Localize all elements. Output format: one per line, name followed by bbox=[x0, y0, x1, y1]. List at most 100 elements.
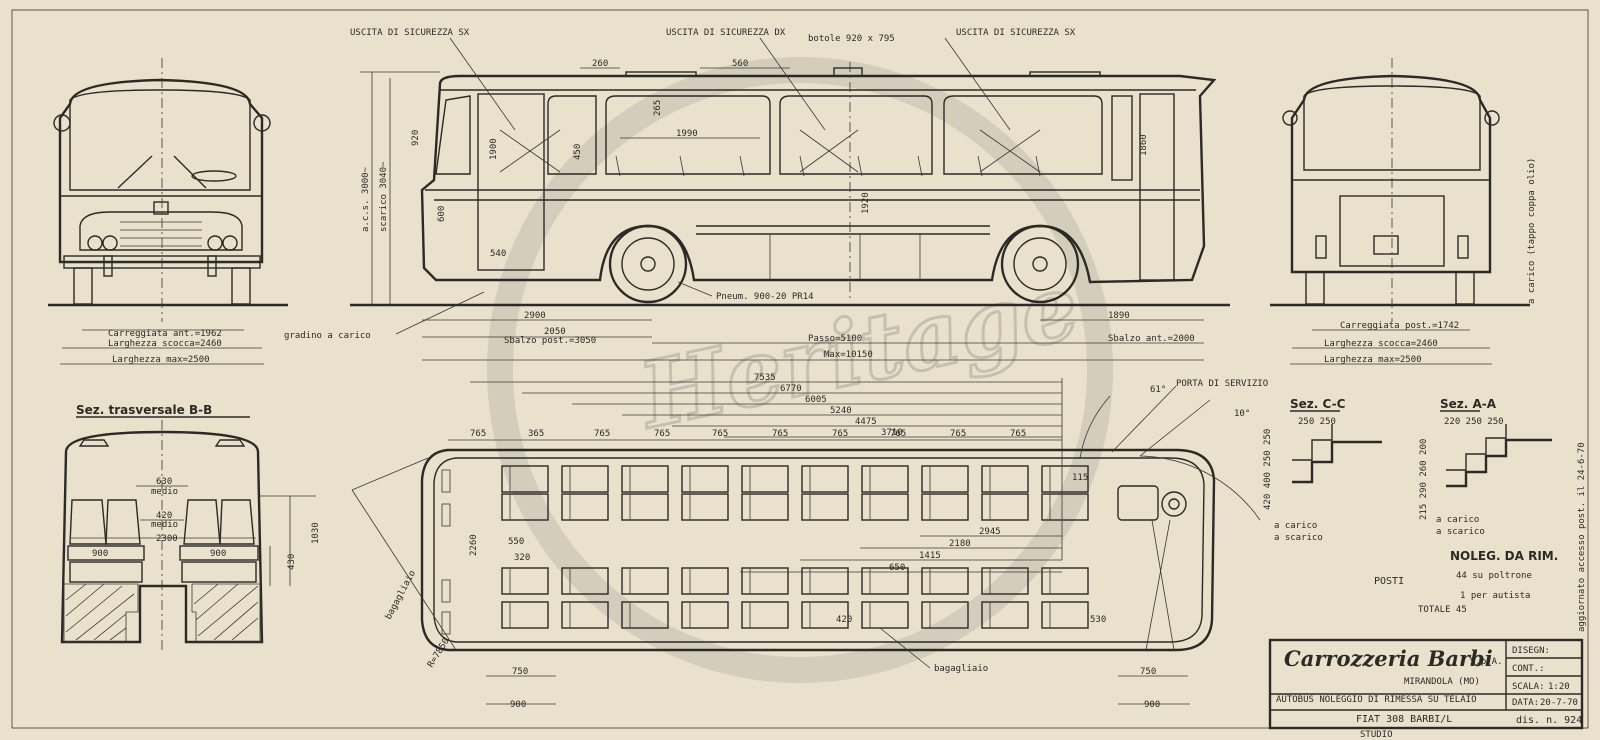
label-exit-dx: USCITA DI SICUREZZA DX bbox=[666, 28, 786, 38]
front-larghezza-max: Larghezza max=2500 bbox=[112, 355, 210, 365]
seat bbox=[801, 465, 849, 493]
cc-vertical-dims: 420 400 250 250 bbox=[1263, 429, 1273, 510]
label-pneumatici: Pneum. 900-20 PR14 bbox=[716, 292, 814, 302]
dim-260: 260 bbox=[592, 59, 608, 69]
section-bb: Sez. trasversale B-B 630 medio 420 medio… bbox=[60, 403, 321, 650]
pitch-value: 765 bbox=[772, 429, 788, 439]
scala-value: 1:20 bbox=[1548, 682, 1570, 692]
seat bbox=[501, 567, 549, 595]
description: AUTOBUS NOLEGGIO DI RIMESSA SU TELAIO bbox=[1276, 695, 1476, 705]
posti-poltrone: 44 su poltrone bbox=[1456, 571, 1532, 581]
plan-d900b: 900 bbox=[1144, 700, 1160, 710]
bb-d430: 430 bbox=[287, 554, 297, 570]
section-bb-title: Sez. trasversale B-B bbox=[76, 403, 212, 417]
plan-d115: 115 bbox=[1072, 473, 1088, 483]
seat bbox=[801, 493, 849, 521]
heritage-watermark: Heritage bbox=[487, 57, 1113, 683]
side-note: aggiornato accesso post. il 24-6-70 bbox=[1577, 442, 1587, 632]
plan-view: PORTA DI SERVIZIO 61° 10° R=7850 bagagli… bbox=[351, 373, 1268, 710]
rear-seat bbox=[441, 503, 451, 527]
plan-d530: 530 bbox=[1090, 615, 1106, 625]
side-view: USCITA DI SICUREZZA SX USCITA DI SICUREZ… bbox=[284, 28, 1230, 361]
seat bbox=[981, 465, 1029, 493]
model: FIAT 308 BARBI/L bbox=[1356, 714, 1452, 725]
cc-a-carico: a carico bbox=[1274, 521, 1317, 531]
bb-medio-1: medio bbox=[151, 487, 178, 497]
seat bbox=[741, 601, 789, 629]
cont-label: CONT.: bbox=[1512, 664, 1545, 674]
sbalzo-post: Sbalzo post.=3050 bbox=[504, 336, 596, 346]
posti-autista: 1 per autista bbox=[1460, 591, 1530, 601]
pitch-value: 765 bbox=[890, 429, 906, 439]
dim-1890: 1890 bbox=[1108, 311, 1130, 321]
seat bbox=[501, 493, 549, 521]
dimension-value: 5240 bbox=[830, 406, 852, 416]
pitch-value: 765 bbox=[654, 429, 670, 439]
seat bbox=[741, 465, 789, 493]
cc-a-scarico: a scarico bbox=[1274, 533, 1323, 543]
seat bbox=[1041, 567, 1089, 595]
dim-1860: 1860 bbox=[1139, 134, 1149, 156]
seat bbox=[921, 601, 969, 629]
plan-d900a: 900 bbox=[510, 700, 526, 710]
seat bbox=[981, 493, 1029, 521]
cc-dims: 250 250 bbox=[1298, 417, 1336, 427]
front-carreggiata: Carreggiata ant.=1962 bbox=[108, 329, 222, 339]
dim-1990: 1990 bbox=[676, 129, 698, 139]
scala-label: SCALA: bbox=[1512, 682, 1545, 692]
dim-265: 265 bbox=[653, 100, 663, 116]
height-scarico: scarico 3040~ bbox=[379, 161, 389, 232]
rear-view: Carreggiata post.=1742 Larghezza scocca=… bbox=[1270, 58, 1537, 365]
plan-d365: 365 bbox=[528, 429, 544, 439]
plan-d750a: 750 bbox=[512, 667, 528, 677]
pitch-value: 765 bbox=[594, 429, 610, 439]
posti-noleg: NOLEG. DA RIM. bbox=[1450, 549, 1558, 563]
section-aa-title: Sez. A-A bbox=[1440, 397, 1497, 411]
seat bbox=[801, 567, 849, 595]
front-larghezza-scocca: Larghezza scocca=2460 bbox=[108, 339, 222, 349]
dim-1920: 1920 bbox=[861, 192, 871, 214]
bb-medio-2: medio bbox=[151, 520, 178, 530]
pitch-value: 765 bbox=[832, 429, 848, 439]
bb-d900b: 900 bbox=[210, 549, 226, 559]
dis-number: dis. n. 924 bbox=[1516, 715, 1582, 726]
dim-2050: 2050 bbox=[544, 327, 566, 337]
plan-d320: 320 bbox=[514, 553, 530, 563]
plan-d420: 420 bbox=[836, 615, 852, 625]
rear-seat bbox=[441, 469, 451, 493]
company-name: Carrozzeria Barbi bbox=[1284, 646, 1493, 671]
seat bbox=[861, 567, 909, 595]
dimension-value: 2180 bbox=[949, 539, 971, 549]
section-aa: Sez. A-A 220 250 250 a carico a scarico … bbox=[1419, 397, 1552, 537]
seating-summary: POSTI NOLEG. DA RIM. 44 su poltrone 1 pe… bbox=[1374, 442, 1587, 632]
seat bbox=[1041, 601, 1089, 629]
section-cc: Sez. C-C 250 250 a carico a scarico 420 … bbox=[1263, 397, 1382, 543]
seat bbox=[681, 567, 729, 595]
dim-450: 450 bbox=[573, 144, 583, 160]
aa-a-carico: a carico bbox=[1436, 515, 1479, 525]
label-exit-sx-2: USCITA DI SICUREZZA SX bbox=[956, 28, 1076, 38]
dimension-value: 1415 bbox=[919, 551, 941, 561]
pitch-value: 765 bbox=[1010, 429, 1026, 439]
disegn-label: DISEGN: bbox=[1512, 646, 1550, 656]
rear-carreggiata: Carreggiata post.=1742 bbox=[1340, 321, 1459, 331]
rear-tappo: a carico (tappo coppa olio) bbox=[1527, 158, 1537, 304]
section-cc-title: Sez. C-C bbox=[1290, 397, 1346, 411]
bb-d1030: 1030 bbox=[311, 522, 321, 544]
seat bbox=[501, 465, 549, 493]
seat bbox=[501, 601, 549, 629]
studio: STUDIO bbox=[1360, 730, 1393, 740]
dimension-value: 3710 bbox=[881, 428, 903, 438]
posti-title: POSTI bbox=[1374, 576, 1404, 587]
seat bbox=[981, 567, 1029, 595]
company-suffix: S.p.A. bbox=[1470, 657, 1503, 667]
dim-2900: 2900 bbox=[524, 311, 546, 321]
seat bbox=[1041, 493, 1089, 521]
data-value: 20-7-70 bbox=[1540, 698, 1578, 708]
seat bbox=[561, 567, 609, 595]
aa-dims: 220 250 250 bbox=[1444, 417, 1504, 427]
pitch-value: 765 bbox=[470, 429, 486, 439]
